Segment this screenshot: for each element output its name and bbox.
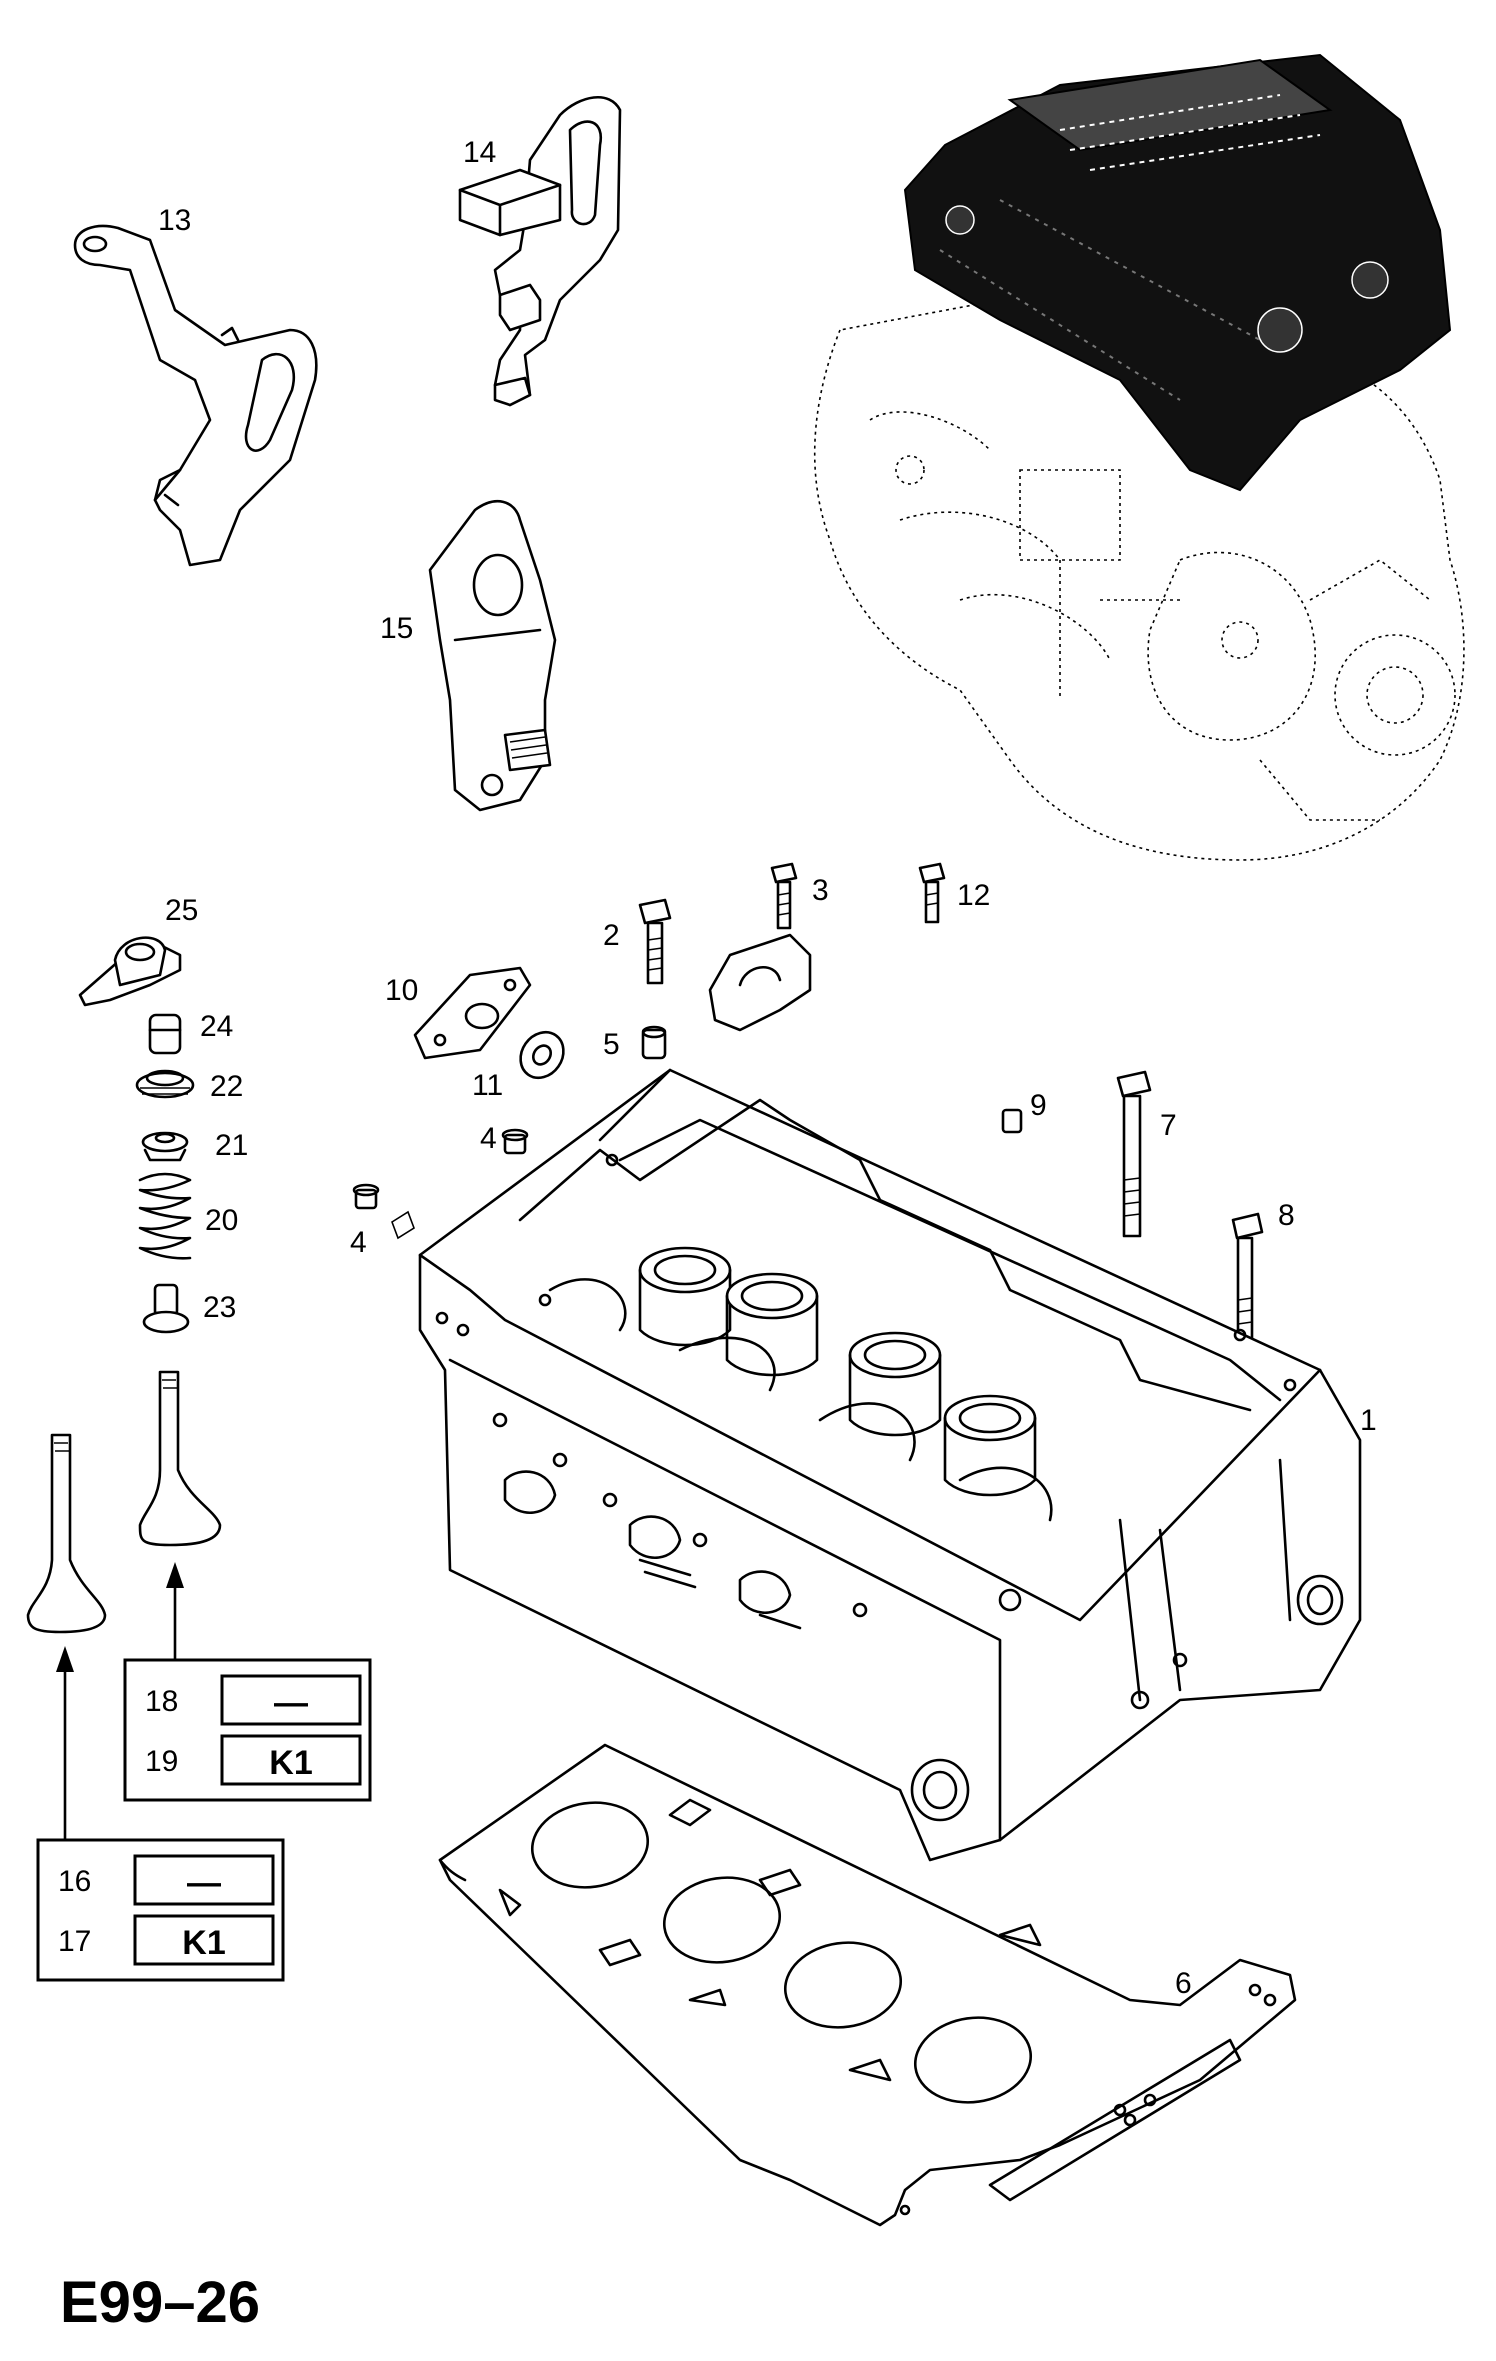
callout-20: 20 [205, 1204, 238, 1237]
callout-6: 6 [1175, 1967, 1192, 2000]
table-ref-16: 16 [58, 1865, 91, 1898]
callout-25: 25 [165, 894, 198, 927]
callout-9: 9 [1030, 1089, 1047, 1122]
callout-22: 22 [210, 1070, 243, 1103]
table-code-17: K1 [182, 1924, 225, 1962]
cylinder-head-illustration [418, 1068, 1362, 1862]
callout-2: 2 [603, 919, 620, 952]
callout-8: 8 [1278, 1199, 1295, 1232]
table-code-19: K1 [269, 1744, 312, 1782]
callout-10: 10 [385, 974, 418, 1007]
table-code-16: — [187, 1864, 221, 1902]
valve-components-illustration [26, 936, 222, 1634]
bracket-14-illustration [458, 96, 622, 407]
table-ref-17: 17 [58, 1925, 91, 1958]
table-code-18: — [274, 1684, 308, 1722]
callout-15: 15 [380, 612, 413, 645]
variant-table-16-17: 16 17 — K1 [36, 1838, 285, 1982]
diagram-reference-title: E99–26 [60, 2270, 260, 2335]
variant-table-18-19: 18 19 — K1 [123, 1658, 372, 1802]
bracket-15-illustration [428, 500, 557, 812]
callout-4-upper: 4 [480, 1122, 497, 1155]
callout-4-lower: 4 [350, 1226, 367, 1259]
table-ref-18: 18 [145, 1685, 178, 1718]
callout-7: 7 [1160, 1109, 1177, 1142]
callout-23: 23 [203, 1291, 236, 1324]
callout-arrows [56, 1562, 184, 1842]
callout-3: 3 [812, 874, 829, 907]
small-parts-illustration [352, 862, 1264, 1350]
callout-13: 13 [158, 204, 191, 237]
callout-11: 11 [472, 1069, 503, 1102]
table-ref-19: 19 [145, 1745, 178, 1778]
callout-5: 5 [603, 1028, 620, 1061]
callout-12: 12 [957, 879, 990, 912]
bracket-13-illustration [73, 224, 318, 567]
callout-14: 14 [463, 136, 496, 169]
callout-21: 21 [215, 1129, 248, 1162]
callout-24: 24 [200, 1010, 233, 1043]
callout-1: 1 [1360, 1404, 1377, 1437]
head-gasket-illustration [438, 1743, 1297, 2227]
engine-overview-illustration [814, 53, 1465, 861]
callout-labels: 1 2 3 4 4 5 6 7 8 9 10 11 12 13 14 15 20… [158, 136, 1377, 2000]
